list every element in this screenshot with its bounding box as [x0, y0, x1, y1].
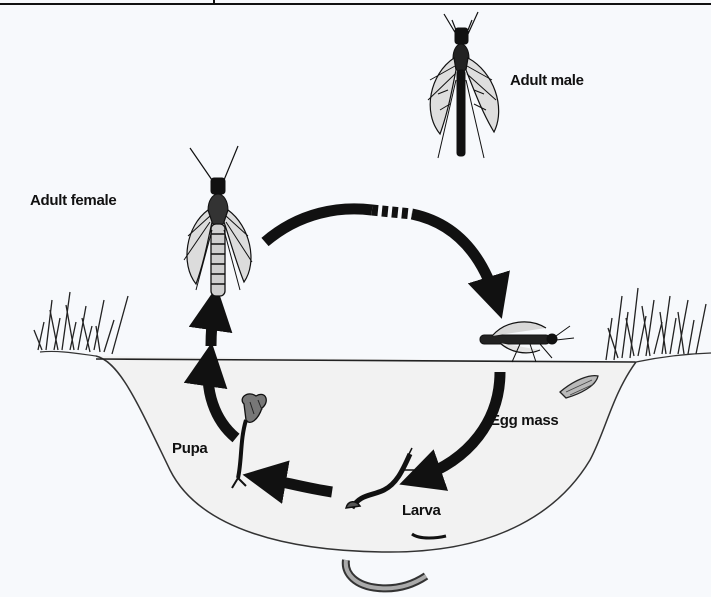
- arrow-dashed-segment: [372, 210, 412, 214]
- arrow-surface-to-adult: [211, 306, 214, 346]
- pond-basin: [40, 351, 711, 552]
- grass-icon: [606, 288, 706, 360]
- label-egg-mass: Egg mass: [490, 412, 558, 429]
- label-larva: Larva: [402, 502, 441, 519]
- label-adult-male: Adult male: [510, 72, 584, 89]
- label-pupa: Pupa: [172, 440, 207, 457]
- adult-male-insect-icon: [428, 12, 499, 158]
- label-adult-female: Adult female: [30, 192, 116, 209]
- grass-icon: [34, 292, 128, 354]
- top-border: [0, 0, 711, 4]
- egg-laying-insect-icon: [480, 322, 574, 362]
- adult-female-insect-icon: [184, 146, 252, 296]
- arrow-female-to-mating: [265, 209, 372, 242]
- arrow-to-egg-laying: [412, 214, 496, 300]
